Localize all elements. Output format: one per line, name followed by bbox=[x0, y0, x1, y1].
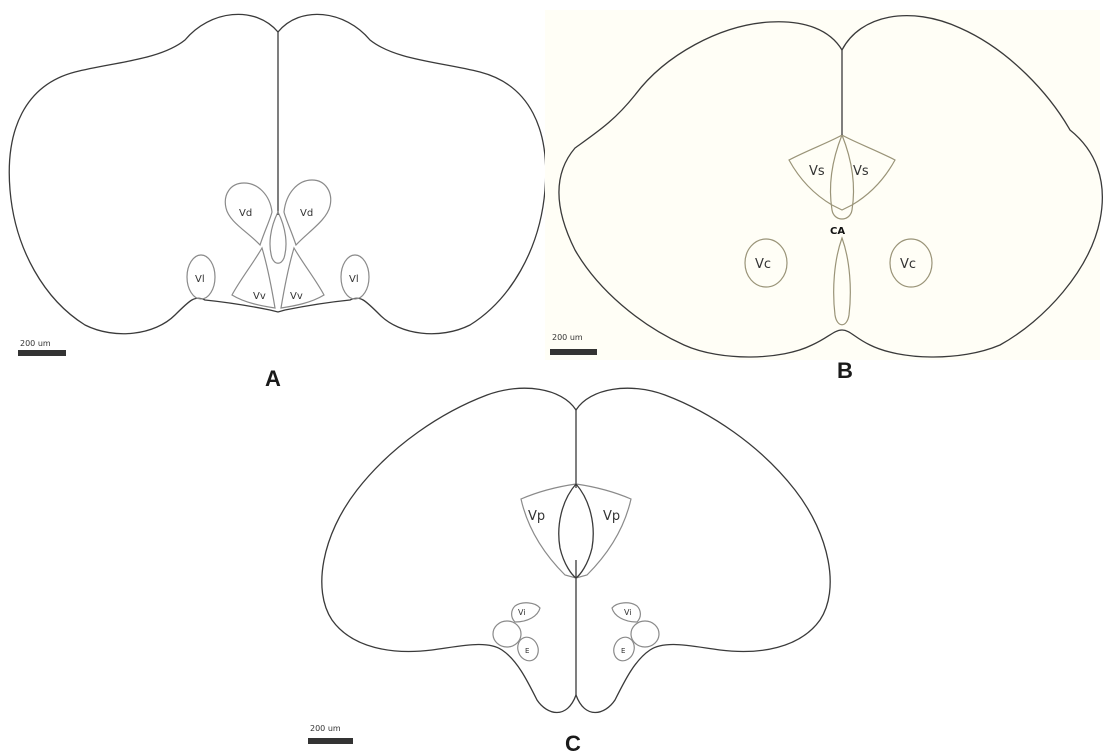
panel-b-letter: B bbox=[837, 358, 853, 383]
panel-c-vi-left-nucleus bbox=[512, 603, 540, 622]
panel-b: Vs Vs CA Vc Vc 200 um B bbox=[545, 10, 1102, 383]
label-vs-right: Vs bbox=[853, 164, 869, 179]
panel-a-central-lens bbox=[270, 212, 286, 263]
panel-b-scale-label: 200 um bbox=[552, 333, 583, 342]
label-vd-right: Vd bbox=[300, 208, 313, 219]
panel-c: Vp Vp Vi Vi E E 200 um C bbox=[308, 388, 830, 754]
label-vc-left: Vc bbox=[755, 257, 771, 272]
label-vl-left: Vl bbox=[195, 274, 205, 285]
panel-a-scale-bar bbox=[18, 350, 66, 356]
label-vv-left: Vv bbox=[253, 291, 266, 302]
label-vs-left: Vs bbox=[809, 164, 825, 179]
label-vi-left: Vi bbox=[518, 608, 526, 617]
panel-a-letter: A bbox=[265, 366, 281, 391]
panel-b-background bbox=[545, 10, 1100, 360]
label-vd-left: Vd bbox=[239, 208, 252, 219]
label-e-left: E bbox=[525, 647, 529, 655]
panel-c-round-right-nucleus bbox=[631, 621, 659, 647]
label-vc-right: Vc bbox=[900, 257, 916, 272]
panel-c-scale-label: 200 um bbox=[310, 724, 341, 733]
panel-c-scale-bar bbox=[308, 738, 353, 744]
panel-c-letter: C bbox=[565, 731, 581, 754]
label-vv-right: Vv bbox=[290, 291, 303, 302]
label-vp-left: Vp bbox=[528, 509, 545, 524]
label-ca: CA bbox=[830, 226, 845, 237]
panel-c-round-left-nucleus bbox=[493, 621, 521, 647]
label-vp-right: Vp bbox=[603, 509, 620, 524]
label-vl-right: Vl bbox=[349, 274, 359, 285]
panel-a: Vd Vd Vv Vv Vl Vl 200 um A bbox=[9, 14, 545, 391]
panel-a-scale-label: 200 um bbox=[20, 339, 51, 348]
label-vi-right: Vi bbox=[624, 608, 632, 617]
label-e-right: E bbox=[621, 647, 625, 655]
panel-b-scale-bar bbox=[550, 349, 597, 355]
